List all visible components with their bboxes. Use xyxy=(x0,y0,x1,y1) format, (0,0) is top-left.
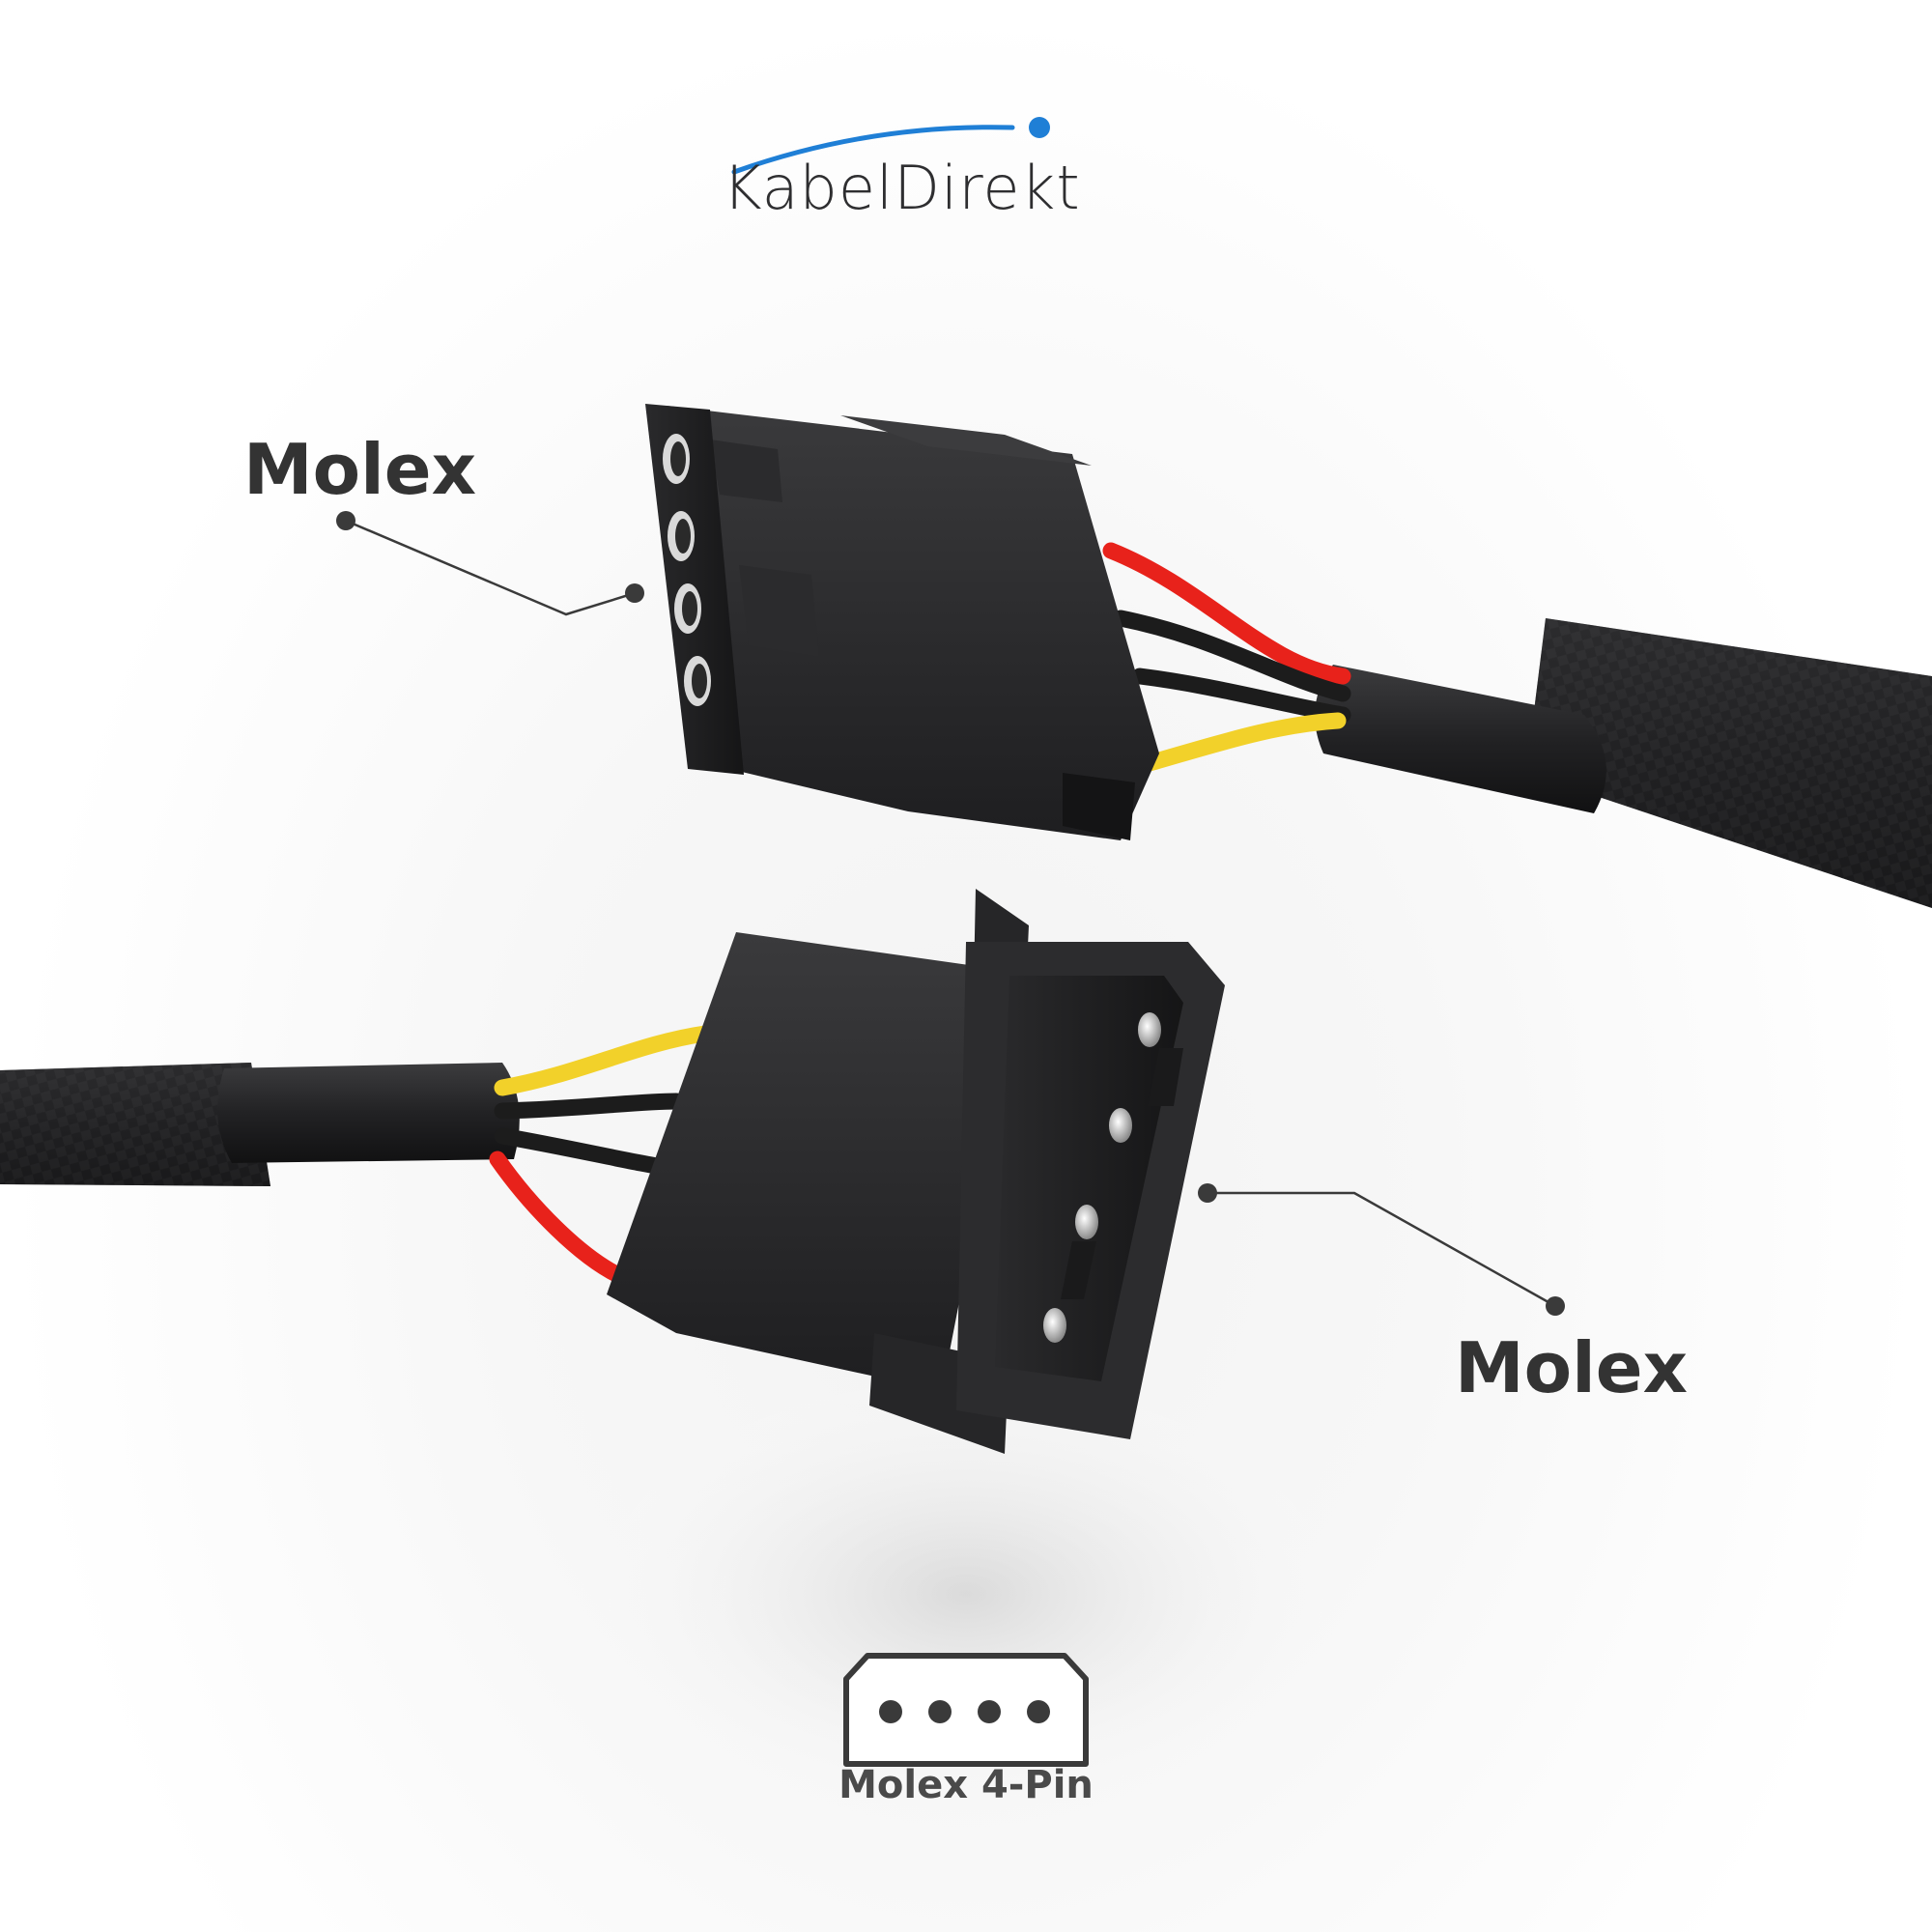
pin-dot xyxy=(928,1700,952,1723)
connector-label-top: Molex xyxy=(243,429,477,510)
connector-label-bottom: Molex xyxy=(1455,1327,1689,1408)
pin-dot xyxy=(879,1700,902,1723)
bottom-molex-connector xyxy=(607,889,1225,1454)
floor-shadow xyxy=(560,1362,1372,1826)
brand-logo-swoosh xyxy=(731,117,1050,175)
bottom-molex-cable xyxy=(0,1025,714,1284)
top-molex-cable xyxy=(1102,542,1932,908)
brand-logo-text: KabelDirekt xyxy=(723,153,1081,223)
top-molex-connector xyxy=(645,404,1159,840)
callout-line-bottom xyxy=(1198,1183,1565,1316)
callout-line-top xyxy=(336,511,644,616)
pin-diagram-caption: Molex 4-Pin xyxy=(838,1763,1094,1807)
molex-pin-diagram xyxy=(843,1653,1089,1767)
pin-dot xyxy=(1027,1700,1050,1723)
pin-dot xyxy=(978,1700,1001,1723)
